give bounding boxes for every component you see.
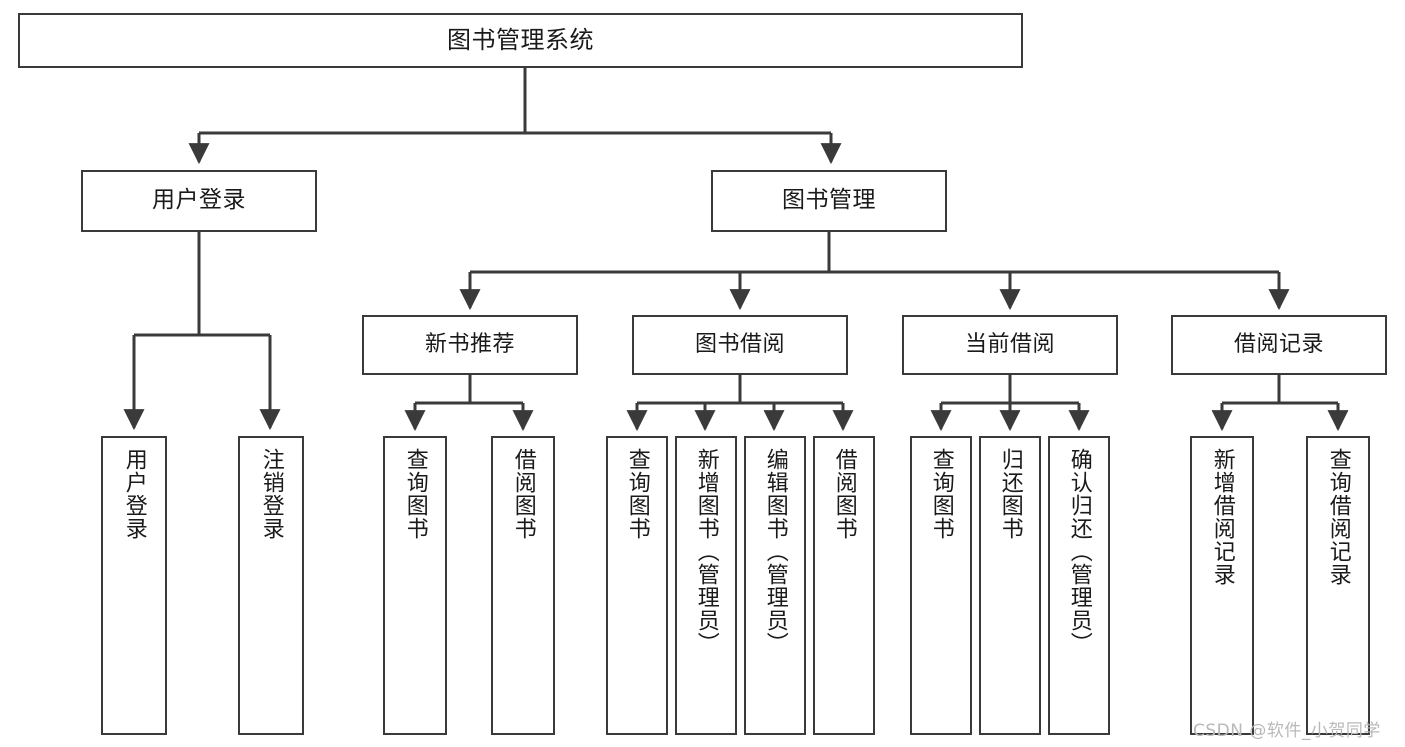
node-label: 编辑图书（管理员） — [762, 448, 788, 655]
node-label: 用户登录 — [152, 187, 246, 214]
leaf-add-book-admin[interactable]: 新增图书（管理员） — [675, 436, 737, 735]
node-label: 借阅图书 — [831, 448, 857, 540]
node-label: 查询借阅记录 — [1325, 448, 1351, 586]
leaf-return-book[interactable]: 归还图书 — [979, 436, 1041, 735]
node-new-book-recommend[interactable]: 新书推荐 — [362, 315, 578, 375]
leaf-edit-book-admin[interactable]: 编辑图书（管理员） — [744, 436, 806, 735]
node-label: 注销登录 — [258, 448, 284, 540]
leaf-confirm-return-admin[interactable]: 确认归还（管理员） — [1048, 436, 1110, 735]
node-book-management[interactable]: 图书管理 — [711, 170, 947, 232]
node-label: 归还图书 — [997, 448, 1023, 540]
node-label: 查询图书 — [402, 448, 428, 540]
node-label: 当前借阅 — [964, 332, 1055, 358]
node-label: 图书管理 — [782, 187, 876, 214]
leaf-query-borrow-record[interactable]: 查询借阅记录 — [1306, 436, 1370, 735]
node-borrow-record[interactable]: 借阅记录 — [1171, 315, 1387, 375]
leaf-query-book-current[interactable]: 查询图书 — [910, 436, 972, 735]
node-label: 查询图书 — [624, 448, 650, 540]
node-label: 借阅图书 — [510, 448, 536, 540]
leaf-borrow-book-recommend[interactable]: 借阅图书 — [491, 436, 555, 735]
leaf-add-borrow-record[interactable]: 新增借阅记录 — [1190, 436, 1254, 735]
node-label: 新增图书（管理员） — [693, 448, 719, 655]
node-label: 新书推荐 — [424, 332, 515, 358]
node-book-borrow[interactable]: 图书借阅 — [632, 315, 848, 375]
node-current-borrow[interactable]: 当前借阅 — [902, 315, 1118, 375]
node-label: 用户登录 — [121, 448, 147, 540]
leaf-borrow-book-borrow[interactable]: 借阅图书 — [813, 436, 875, 735]
node-label: 确认归还（管理员） — [1066, 448, 1092, 655]
leaf-user-login[interactable]: 用户登录 — [101, 436, 167, 735]
csdn-watermark: CSDN @软件_小贺同学 — [1193, 721, 1381, 741]
node-label: 借阅记录 — [1233, 332, 1324, 358]
leaf-query-book-borrow[interactable]: 查询图书 — [606, 436, 668, 735]
node-root-book-management-system[interactable]: 图书管理系统 — [18, 13, 1023, 68]
node-label: 新增借阅记录 — [1209, 448, 1235, 586]
node-user-login[interactable]: 用户登录 — [81, 170, 317, 232]
node-label: 图书管理系统 — [447, 26, 594, 55]
leaf-logout[interactable]: 注销登录 — [238, 436, 304, 735]
node-label: 查询图书 — [928, 448, 954, 540]
leaf-query-book-recommend[interactable]: 查询图书 — [383, 436, 447, 735]
node-label: 图书借阅 — [694, 332, 785, 358]
